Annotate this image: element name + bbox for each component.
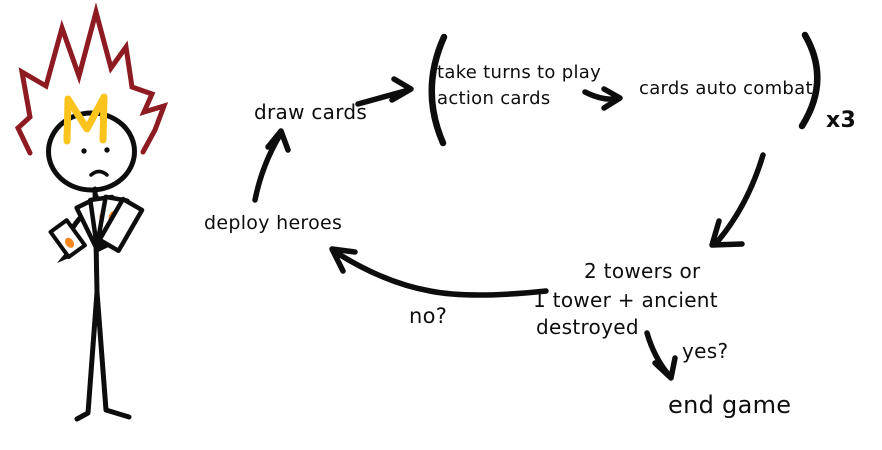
condition-line1: 2 towers or: [584, 259, 701, 283]
condition-line2: 1 tower + ancient: [533, 288, 718, 312]
character-drawing: [14, 2, 169, 422]
eye-right: [104, 147, 110, 153]
card-fan: [74, 194, 145, 254]
node-take-turns-line1: take turns to play: [437, 62, 602, 83]
arrow-deploy-to-draw: [252, 128, 291, 203]
left-leg: [74, 289, 100, 422]
node-take-turns: take turns to play action cards: [437, 60, 601, 112]
card: [97, 196, 145, 254]
loop-repeat-label: x3: [826, 108, 857, 133]
branch-yes-label: yes?: [682, 339, 729, 363]
node-take-turns-line2: action cards: [437, 88, 551, 109]
node-cards-auto-combat: cards auto combat: [639, 78, 813, 99]
arrow-draw-to-loop: [355, 76, 414, 107]
arrow-loop-to-condition: [709, 152, 766, 248]
close-paren: [798, 31, 821, 130]
node-draw-cards: draw cards: [254, 100, 368, 124]
arrow-yes-to-end: [644, 330, 678, 381]
branch-no-label: no?: [409, 304, 448, 328]
right-leg: [94, 289, 132, 420]
node-end-game: end game: [668, 391, 792, 419]
hair: [14, 2, 169, 156]
open-paren: [428, 33, 448, 147]
bangs-m: [63, 93, 108, 145]
held-card: [48, 218, 87, 260]
frown-mouth: [89, 169, 109, 177]
condition-line3: destroyed: [536, 315, 639, 339]
arrow-no-to-deploy: [329, 246, 549, 298]
node-deploy-heroes: deploy heroes: [204, 212, 343, 234]
eye-left: [81, 148, 87, 154]
arrow-play-to-combat: [582, 86, 623, 111]
card-mark: [64, 237, 75, 248]
